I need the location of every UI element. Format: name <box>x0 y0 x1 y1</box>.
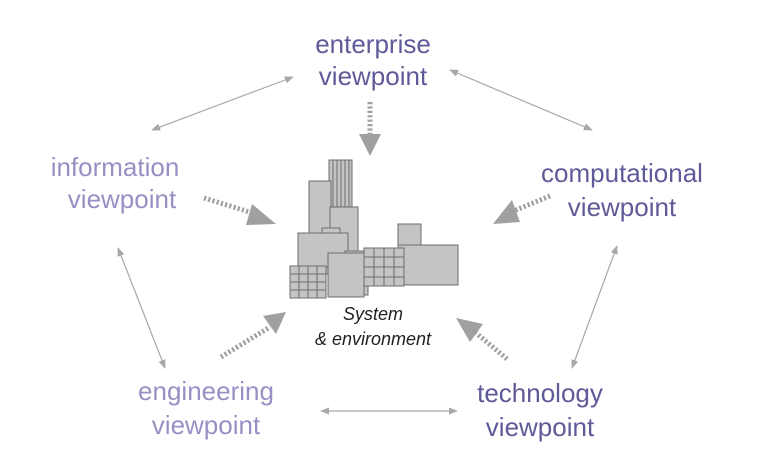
connector-enterprise-information <box>151 76 294 131</box>
center-label-line1: System <box>343 304 403 324</box>
center-label-line2: & environment <box>315 329 432 349</box>
viewpoint-information: information viewpoint <box>51 152 180 214</box>
engineering-label-line2: viewpoint <box>152 410 261 440</box>
enterprise-label-line1: enterprise <box>315 29 431 59</box>
computational-label-line1: computational <box>541 158 703 188</box>
connector-enterprise-computational <box>449 69 593 131</box>
computational-label-line2: viewpoint <box>568 192 677 222</box>
dotted-arrow-technology <box>456 318 509 361</box>
enterprise-label-line2: viewpoint <box>319 61 428 91</box>
connector-arrows <box>117 69 618 415</box>
connector-information-engineering <box>117 247 166 369</box>
engineering-label-line1: engineering <box>138 376 274 406</box>
viewpoint-computational: computational viewpoint <box>541 158 703 222</box>
system-buildings-illustration <box>289 159 459 299</box>
dotted-arrow-information <box>203 195 276 225</box>
dotted-arrows <box>203 102 551 361</box>
viewpoint-enterprise: enterprise viewpoint <box>315 29 431 91</box>
information-label-line2: viewpoint <box>68 184 177 214</box>
connector-computational-technology <box>571 245 618 369</box>
system-environment-label: System & environment <box>315 304 432 349</box>
viewpoint-engineering: engineering viewpoint <box>138 376 274 440</box>
technology-label-line1: technology <box>477 378 603 408</box>
dotted-arrow-computational <box>493 193 551 224</box>
dotted-arrow-enterprise <box>359 102 381 156</box>
technology-label-line2: viewpoint <box>486 412 595 442</box>
information-label-line1: information <box>51 152 180 182</box>
dotted-arrow-engineering <box>219 312 286 360</box>
viewpoint-technology: technology viewpoint <box>477 378 603 442</box>
